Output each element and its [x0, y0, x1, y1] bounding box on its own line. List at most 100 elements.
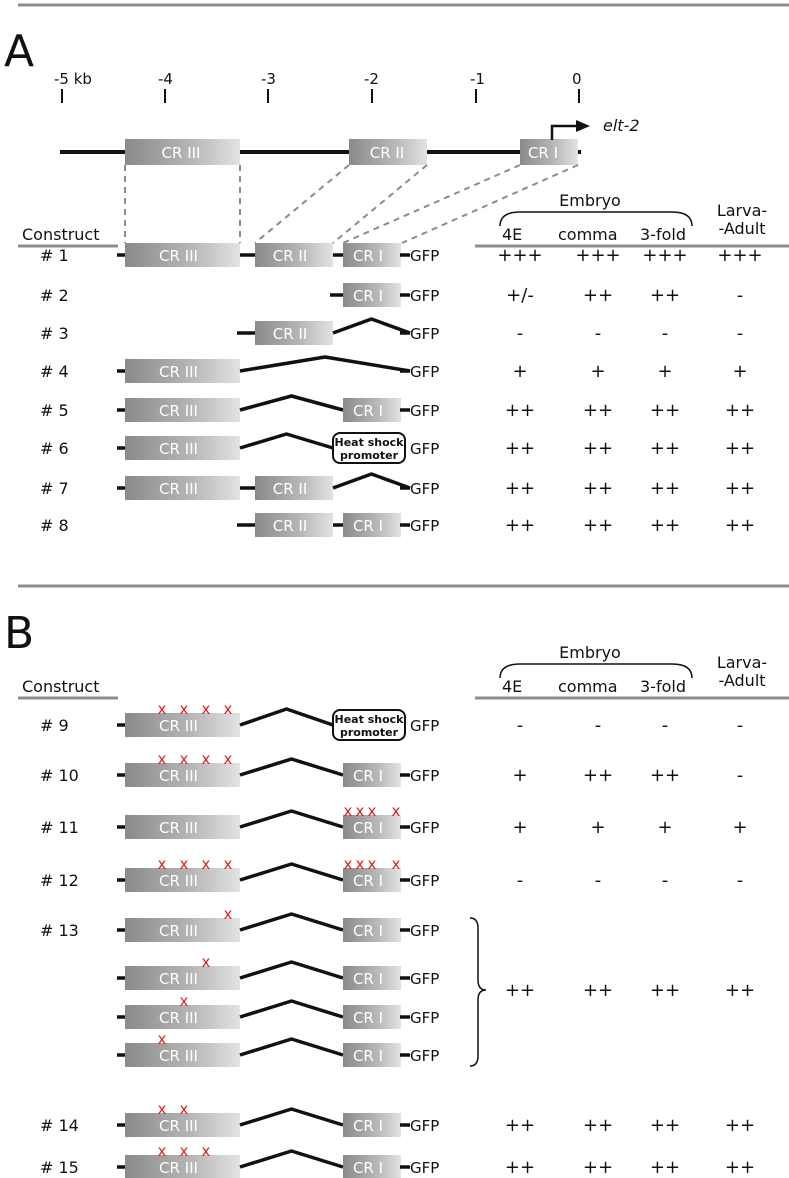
panel-b-label: B: [4, 608, 34, 659]
expression-level: ++: [505, 438, 535, 459]
gfp-label: GFP: [410, 247, 439, 265]
region-label: CR III: [159, 1159, 198, 1177]
region-label: CR III: [159, 1047, 198, 1065]
expression-level: +++: [717, 245, 762, 266]
expression-level: +: [732, 817, 747, 838]
deletion-kink: [239, 1149, 344, 1169]
stage-header-3fold: 3-fold: [640, 677, 686, 696]
region-label: CR I: [353, 517, 383, 535]
region-label: CR III: [159, 767, 198, 785]
construct-id: # 5: [40, 401, 69, 420]
construct-id: # 1: [40, 246, 69, 265]
axis-tick-label: -4: [158, 70, 173, 88]
embryo-bracket: [499, 211, 693, 227]
expression-level: ++: [505, 515, 535, 536]
cr1-box: [343, 868, 401, 892]
mutation-x-icon: x: [202, 700, 211, 718]
deletion-kink: [239, 707, 334, 727]
expression-level: ++: [725, 1157, 755, 1178]
expression-level: -: [737, 715, 744, 736]
cr1-box: [343, 1043, 401, 1067]
expression-level: ++: [725, 400, 755, 421]
cr1-box: [343, 243, 401, 267]
cr3-box: [125, 476, 240, 500]
region-label: CR I: [353, 1117, 383, 1135]
construct-id: # 6: [40, 439, 69, 458]
region-label: CR II: [273, 247, 308, 265]
tss-arrow: [550, 124, 578, 140]
expression-level: +: [590, 817, 605, 838]
heat-shock-promoter-box: [332, 432, 406, 464]
construct-id: # 3: [40, 324, 69, 343]
region-label: CR III: [159, 970, 198, 988]
cr2-box: [255, 476, 333, 500]
cr1-box: [343, 815, 401, 839]
mutation-x-icon: x: [180, 750, 189, 768]
cr1-box: [343, 1155, 401, 1178]
region-label: CR III: [159, 819, 198, 837]
cr1-box: [343, 398, 401, 422]
gfp-label: GFP: [410, 325, 439, 343]
deletion-kink: [239, 394, 344, 412]
gfp-label: GFP: [410, 517, 439, 535]
expression-level: -: [517, 323, 524, 344]
construct-id: # 10: [40, 766, 79, 785]
mutation-x-icon: x: [158, 1142, 167, 1160]
expression-level: +: [657, 361, 672, 382]
deletion-kink: [239, 862, 344, 882]
stage-header-comma: comma: [558, 677, 618, 696]
axis-tick-label: -2: [364, 70, 379, 88]
expression-level: ++: [650, 1157, 680, 1178]
gfp-label: GFP: [410, 1047, 439, 1065]
region-label: CR I: [353, 872, 383, 890]
cr3-box: [125, 1043, 240, 1067]
construct-id: # 14: [40, 1116, 79, 1135]
cr1-box: [343, 918, 401, 942]
expression-level: ++: [725, 515, 755, 536]
cr1-box: [343, 966, 401, 990]
expression-level: ++: [583, 1115, 613, 1136]
region-label: CR I: [353, 402, 383, 420]
deletion-kink: [239, 912, 344, 932]
mutation-x-icon: x: [180, 700, 189, 718]
expression-level: +++: [642, 245, 687, 266]
deletion-kink: [239, 432, 334, 450]
expression-level: -: [737, 323, 744, 344]
expression-level: ++: [505, 980, 535, 1001]
mutation-x-icon: x: [392, 802, 401, 820]
expression-level: ++: [583, 285, 613, 306]
construct-header: Construct: [22, 225, 100, 244]
mutation-x-icon: x: [202, 953, 211, 971]
cr3-box: [125, 1113, 240, 1137]
region-label: CR III: [159, 480, 198, 498]
cr3-box: [125, 436, 240, 460]
mutation-x-icon: x: [202, 1142, 211, 1160]
deletion-kink: [239, 999, 344, 1019]
variant-bracket: [469, 917, 487, 1067]
heat-shock-label: promoter: [340, 449, 399, 462]
expression-level: -: [662, 870, 669, 891]
gfp-label: GFP: [410, 970, 439, 988]
cr3-box: [125, 398, 240, 422]
heat-shock-promoter-box: [332, 709, 406, 741]
region-label: CR I: [353, 1009, 383, 1027]
expression-level: ++: [583, 765, 613, 786]
region-label: CR I: [353, 1047, 383, 1065]
deletion-kink: [239, 809, 344, 829]
gfp-label: GFP: [410, 922, 439, 940]
region-label: CR III: [159, 872, 198, 890]
gfp-label: GFP: [410, 1009, 439, 1027]
expression-level: ++: [650, 400, 680, 421]
mutation-x-icon: x: [344, 855, 353, 873]
cr3-box: [125, 359, 240, 383]
expression-level: +++: [575, 245, 620, 266]
expression-level: +: [512, 817, 527, 838]
deletion-kink: [239, 757, 344, 777]
region-label: CR I: [353, 922, 383, 940]
gfp-label: GFP: [410, 872, 439, 890]
mutation-x-icon: x: [158, 1100, 167, 1118]
